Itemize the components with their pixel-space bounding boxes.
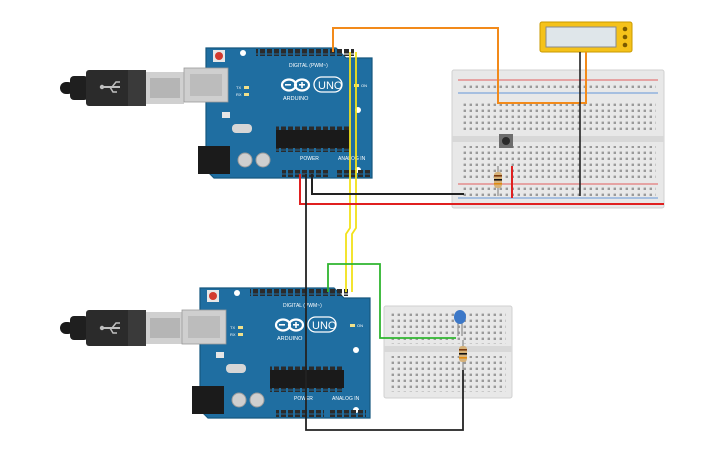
- rx-label-top: RX: [236, 92, 242, 97]
- analog-header-top[interactable]: [336, 170, 372, 177]
- digital-header-top[interactable]: [256, 49, 354, 56]
- power-label-top: POWER: [300, 156, 319, 162]
- power-header-top[interactable]: [282, 170, 330, 177]
- breadboard-top[interactable]: [451, 69, 665, 209]
- analog-label-bottom: ANALOG IN: [332, 396, 360, 402]
- brand-label-bottom: ARDUINO: [277, 336, 303, 342]
- wire-black-gnd-link[interactable]: [305, 174, 464, 431]
- digital-header-bottom[interactable]: [250, 289, 348, 296]
- analog-label-top: ANALOG IN: [338, 156, 366, 162]
- on-label-top: ON: [361, 83, 367, 88]
- breadboard-bottom[interactable]: [383, 305, 513, 399]
- tx-label-top: TX: [236, 85, 241, 90]
- lcd-display: [539, 21, 633, 53]
- arduino-logo-bottom: [274, 318, 305, 332]
- arduino-logo-top: [280, 78, 311, 92]
- wire-yellow-2[interactable]: [351, 52, 357, 292]
- arduino-board-bottom[interactable]: DIGITAL (PWM~) UNO ARDUINO TX RX ON POWE…: [181, 287, 371, 419]
- wire-green[interactable]: [327, 263, 456, 339]
- analog-header-bottom[interactable]: [330, 410, 366, 417]
- wire-yellow-1[interactable]: [345, 52, 351, 292]
- tx-label-bottom: TX: [230, 325, 235, 330]
- usb-cable-top: [60, 70, 184, 106]
- arduino-board-top[interactable]: DIGITAL (PWM~) UNO ARDUINO TX RX ON: [183, 47, 373, 179]
- model-label-bottom: UNO: [312, 320, 337, 332]
- digital-label-bottom: DIGITAL (PWM~): [283, 303, 322, 309]
- digital-label-top: DIGITAL (PWM~): [289, 63, 328, 69]
- power-label-bottom: POWER: [294, 396, 313, 402]
- wire-orange[interactable]: [332, 27, 587, 104]
- usb-cable-bottom: [60, 310, 184, 346]
- wire-black-gnd-top[interactable]: [311, 174, 464, 195]
- resistor-bottom: [459, 340, 467, 370]
- rx-label-bottom: RX: [230, 332, 236, 337]
- microcontroller-chip-bottom: [270, 370, 344, 388]
- microcontroller-chip-top: [276, 130, 350, 148]
- on-label-bottom: ON: [357, 323, 363, 328]
- model-label-top: UNO: [318, 80, 343, 92]
- wire-red-5v[interactable]: [299, 174, 664, 205]
- led: [454, 310, 466, 336]
- power-jack-top: [198, 146, 230, 174]
- power-jack-bottom: [192, 386, 224, 414]
- brand-label-top: ARDUINO: [283, 96, 309, 102]
- power-header-bottom[interactable]: [276, 410, 324, 417]
- resistor-top: [494, 166, 502, 196]
